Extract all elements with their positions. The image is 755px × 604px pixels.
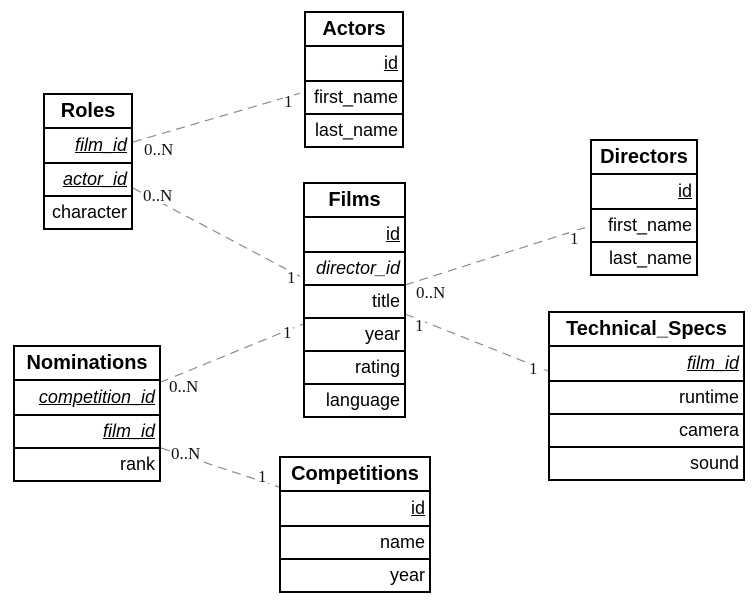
- attribute-name: name: [281, 525, 429, 558]
- relationship-line-films-technical_specs: [404, 313, 549, 372]
- cardinality-label: 1: [414, 316, 425, 335]
- cardinality-label: 1: [286, 268, 297, 287]
- entity-title-competitions: Competitions: [281, 458, 429, 492]
- attribute-title: title: [305, 284, 404, 317]
- attribute-rank: rank: [15, 447, 159, 480]
- relationship-line-nominations-films: [160, 323, 304, 383]
- cardinality-label: 0..N: [142, 186, 174, 205]
- entity-title-roles: Roles: [45, 95, 131, 129]
- cardinality-label: 0..N: [170, 444, 202, 463]
- cardinality-label: 1: [257, 467, 268, 486]
- cardinality-label: 0..N: [168, 377, 200, 396]
- attribute-last_name: last_name: [306, 113, 402, 146]
- attribute-id: id: [410, 498, 425, 518]
- attribute-first_name: first_name: [592, 208, 696, 241]
- attribute-film_id: film_id: [686, 353, 739, 373]
- attribute-runtime: runtime: [550, 380, 743, 413]
- entity-title-technical_specs: Technical_Specs: [550, 313, 743, 347]
- attribute-character: character: [45, 195, 131, 228]
- attribute-id: id: [383, 53, 398, 73]
- entity-title-nominations: Nominations: [15, 347, 159, 381]
- attribute-year: year: [281, 558, 429, 591]
- attribute-director_id: director_id: [305, 251, 404, 284]
- attribute-film_id: film_id: [15, 414, 159, 447]
- entity-title-directors: Directors: [592, 141, 696, 175]
- cardinality-label: 0..N: [143, 140, 175, 159]
- attribute-actor_id: actor_id: [45, 162, 131, 195]
- entity-title-actors: Actors: [306, 13, 402, 47]
- attribute-year: year: [305, 317, 404, 350]
- cardinality-label: 1: [283, 92, 294, 111]
- entity-title-films: Films: [305, 184, 404, 218]
- relationship-line-films-directors: [404, 225, 591, 286]
- cardinality-label: 1: [569, 229, 580, 248]
- relationship-line-roles-actors: [132, 91, 305, 143]
- attribute-first_name: first_name: [306, 80, 402, 113]
- attribute-last_name: last_name: [592, 241, 696, 274]
- attribute-competition_id: competition_id: [38, 387, 155, 407]
- cardinality-label: 1: [282, 323, 293, 342]
- attribute-language: language: [305, 383, 404, 416]
- attribute-id: id: [677, 181, 692, 201]
- attribute-rating: rating: [305, 350, 404, 383]
- attribute-sound: sound: [550, 446, 743, 479]
- attribute-camera: camera: [550, 413, 743, 446]
- cardinality-label: 0..N: [415, 283, 447, 302]
- cardinality-label: 1: [528, 359, 539, 378]
- attribute-id: id: [385, 224, 400, 244]
- attribute-film_id: film_id: [74, 135, 127, 155]
